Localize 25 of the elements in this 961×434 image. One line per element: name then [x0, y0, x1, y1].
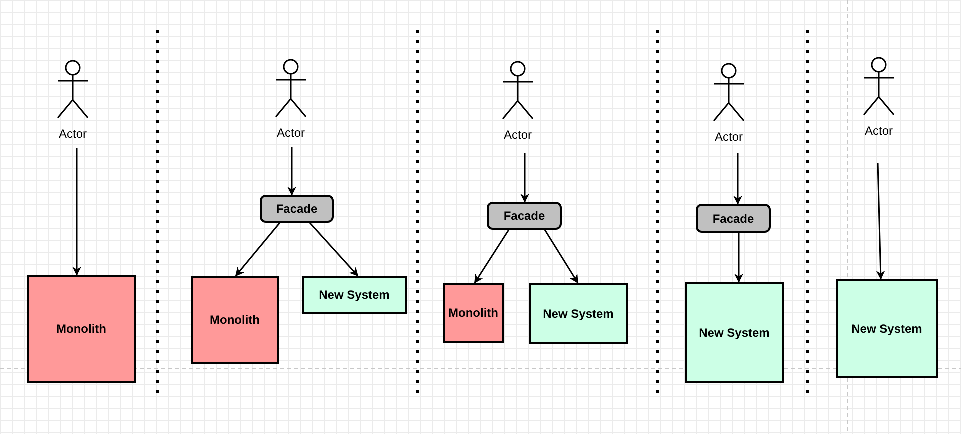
arrow	[72, 148, 82, 276]
arrow	[474, 230, 510, 284]
facade-box: Facade	[260, 195, 334, 223]
arrow	[235, 222, 281, 277]
arrow	[309, 222, 359, 277]
new-system-box: New System	[836, 279, 938, 378]
new-system-box: New System	[529, 283, 628, 344]
monolith-box: Monolith	[191, 276, 279, 364]
facade-box: Facade	[696, 204, 771, 233]
monolith-box: Monolith	[443, 283, 504, 343]
monolith-box: Monolith	[27, 275, 136, 383]
arrow	[288, 147, 296, 196]
actor-label: Actor	[53, 127, 93, 148]
new-system-box: New System	[685, 282, 784, 383]
arrow	[734, 233, 744, 283]
facade-box: Facade	[487, 202, 562, 230]
actor-label: Actor	[271, 126, 311, 147]
arrow	[520, 153, 530, 203]
actor-label: Actor	[498, 128, 538, 153]
arrow	[876, 162, 886, 280]
new-system-box: New System	[302, 276, 407, 314]
actor-label: Actor	[709, 130, 749, 153]
arrow	[544, 230, 579, 284]
arrow	[734, 153, 742, 205]
actor-label: Actor	[859, 124, 899, 163]
